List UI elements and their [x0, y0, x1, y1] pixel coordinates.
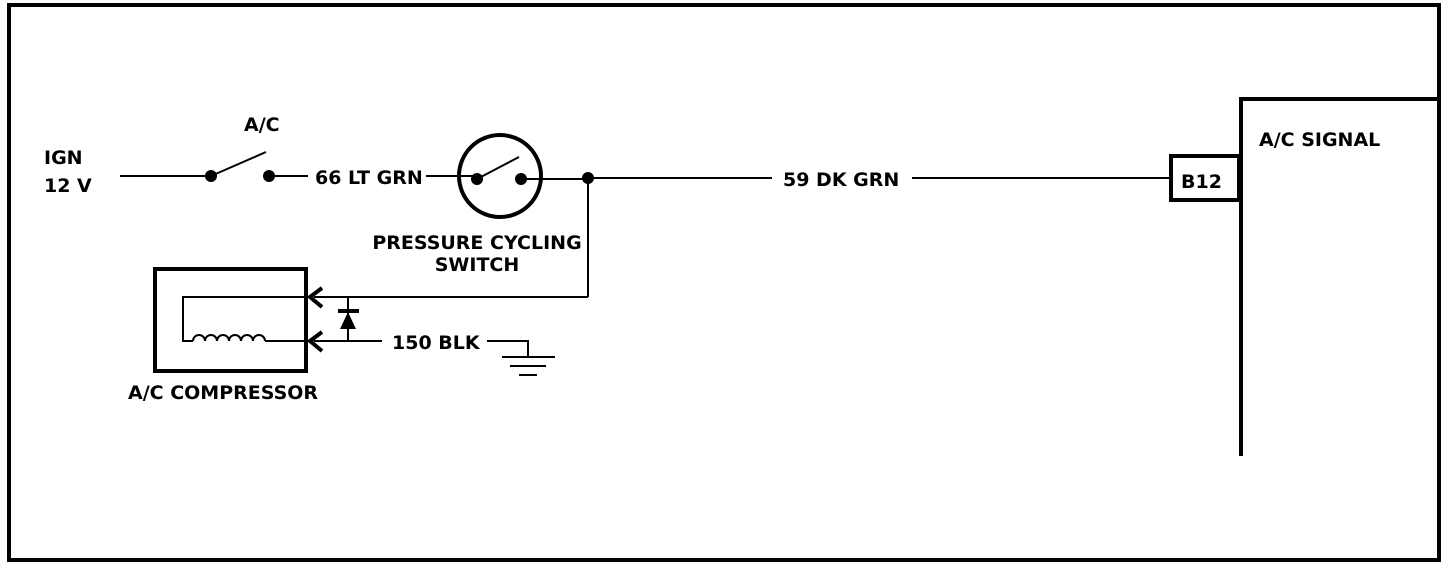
- pressure-switch-label-line2: SWITCH: [435, 254, 520, 276]
- wire-59-label: 59 DK GRN: [783, 169, 899, 191]
- pressure-switch-blade: [476, 156, 520, 180]
- ac-compressor: [153, 267, 324, 373]
- diagram-frame: [7, 3, 1441, 562]
- clamping-diode: [338, 297, 359, 341]
- compressor-body: [153, 267, 308, 373]
- ground-icon: [502, 356, 555, 376]
- compressor-terminal-top: [306, 286, 324, 309]
- ac-switch: [205, 151, 275, 182]
- compressor-winding: [182, 296, 305, 342]
- diode-triangle: [340, 312, 356, 329]
- pressure-switch-label-line1: PRESSURE CYCLING: [372, 232, 581, 254]
- compressor-terminal-bottom: [306, 330, 324, 353]
- ac-switch-label: A/C: [244, 114, 280, 136]
- ign-voltage-label: 12 V: [44, 175, 92, 197]
- pressure-switch-body: [457, 133, 543, 219]
- ign-label: IGN: [44, 147, 83, 169]
- ac-switch-blade: [210, 151, 267, 177]
- compressor-label: A/C COMPRESSOR: [128, 382, 318, 404]
- wire-150-right: [487, 340, 529, 357]
- module-signal-label: A/C SIGNAL: [1259, 129, 1380, 151]
- wire-66-label: 66 LT GRN: [315, 167, 423, 189]
- pressure-cycling-switch: [457, 133, 543, 219]
- module-box: [1239, 97, 1437, 456]
- wire-150-label: 150 BLK: [392, 332, 481, 354]
- connector-b12-label: B12: [1181, 171, 1222, 193]
